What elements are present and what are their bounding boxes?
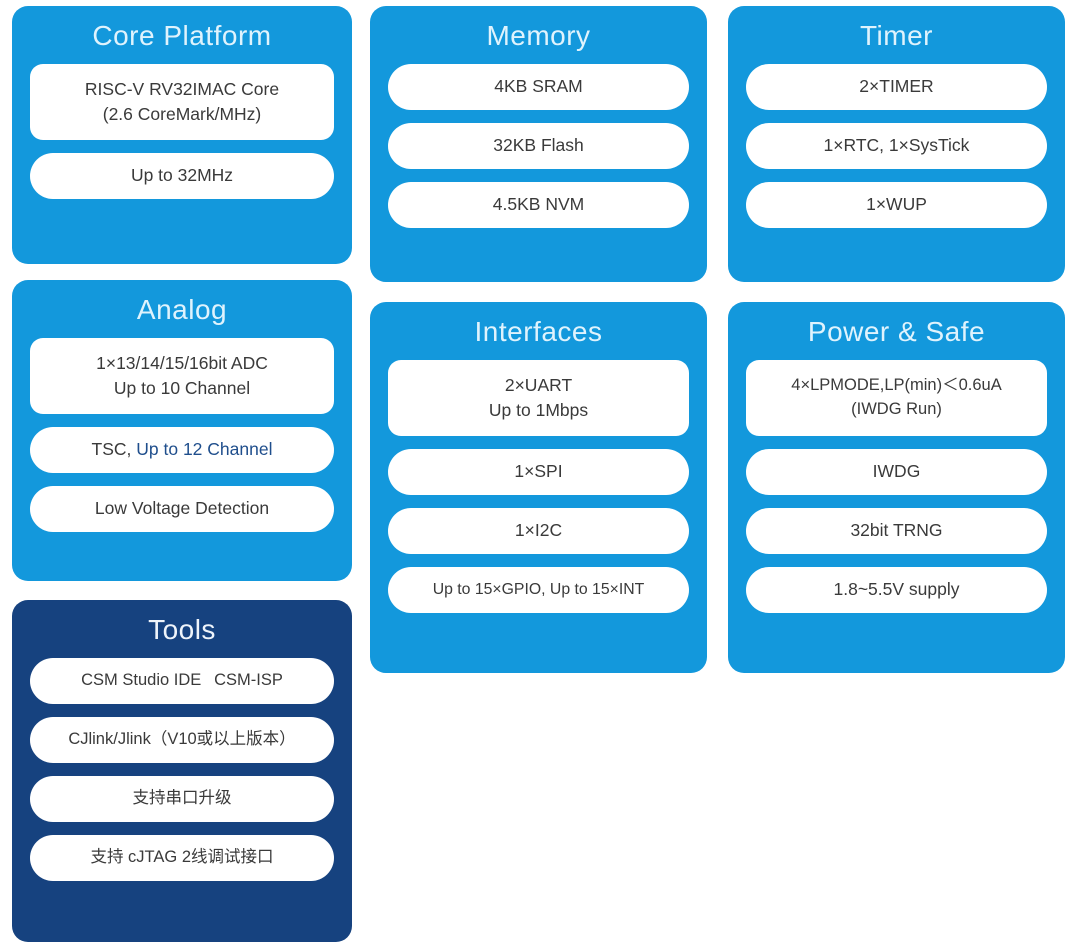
panel-title-timer: Timer: [859, 20, 933, 51]
feature-line-1: 1×13/14/15/16bit ADC: [96, 352, 268, 373]
feature-item-tools-cjtag: 支持 cJTAG 2线调试接口: [30, 835, 334, 881]
feature-item-memory-nvm: 4.5KB NVM: [388, 182, 689, 228]
feature-line-2: (IWDG Run): [851, 400, 942, 418]
feature-item-timer-timer: 2×TIMER: [746, 64, 1047, 110]
feature-item-analog-tsc: TSC, Up to 12 Channel: [30, 427, 334, 473]
feature-item-analog-lvd: Low Voltage Detection: [30, 486, 334, 532]
feature-item-timer-wup: 1×WUP: [746, 182, 1047, 228]
feature-line-2: Up to 10 Channel: [113, 378, 251, 398]
feature-text-prefix: TSC,: [91, 439, 137, 460]
feature-line-composite: TSC, Up to 12 Channel: [92, 437, 273, 462]
panel-timer: Timer 2×TIMER 1×RTC, 1×SysTick 1×WUP: [728, 6, 1065, 282]
feature-line-1: CJlink/Jlink（V10或以上版本）: [68, 730, 296, 749]
feature-item-interfaces-i2c: 1×I2C: [388, 508, 689, 554]
panel-title-memory: Memory: [486, 20, 591, 51]
feature-item-interfaces-uart: 2×UART Up to 1Mbps: [388, 360, 689, 436]
feature-item-memory-sram: 4KB SRAM: [388, 64, 689, 110]
feature-line-1: IWDG: [872, 461, 921, 482]
feature-item-interfaces-spi: 1×SPI: [388, 449, 689, 495]
feature-line-1: 1.8~5.5V supply: [833, 579, 960, 600]
feature-item-power-lpmode: 4×LPMODE,LP(min)＜0.6uA (IWDG Run): [746, 360, 1047, 436]
panel-core-platform: Core Platform RISC-V RV32IMAC Core (2.6 …: [12, 6, 352, 264]
feature-line-1: 支持串口升级: [132, 789, 232, 808]
panel-power-and-safe: Power & Safe 4×LPMODE,LP(min)＜0.6uA (IWD…: [728, 302, 1065, 673]
feature-item-core-cpu: RISC-V RV32IMAC Core (2.6 CoreMark/MHz): [30, 64, 334, 140]
panel-title-interfaces: Interfaces: [474, 316, 603, 347]
feature-item-analog-adc: 1×13/14/15/16bit ADC Up to 10 Channel: [30, 338, 334, 414]
feature-line-1: CSM Studio IDE CSM-ISP: [81, 671, 283, 690]
feature-line-1: 4KB SRAM: [494, 76, 583, 97]
feature-line-1: 1×I2C: [514, 520, 563, 541]
feature-line-1: Up to 32MHz: [130, 165, 234, 186]
feature-item-interfaces-gpio: Up to 15×GPIO, Up to 15×INT: [388, 567, 689, 613]
feature-item-timer-rtc-systick: 1×RTC, 1×SysTick: [746, 123, 1047, 169]
feature-text-accent: Up to 12 Channel: [136, 439, 273, 460]
feature-line-1: Up to 15×GPIO, Up to 15×INT: [432, 580, 645, 598]
feature-line-1: 1×RTC, 1×SysTick: [823, 135, 970, 156]
panel-title-tools: Tools: [148, 614, 216, 645]
panel-analog: Analog 1×13/14/15/16bit ADC Up to 10 Cha…: [12, 280, 352, 581]
feature-line-1: 2×TIMER: [859, 76, 934, 97]
feature-item-tools-debugger: CJlink/Jlink（V10或以上版本）: [30, 717, 334, 763]
feature-item-power-trng: 32bit TRNG: [746, 508, 1047, 554]
feature-line-1: Low Voltage Detection: [94, 498, 270, 519]
feature-item-power-supply: 1.8~5.5V supply: [746, 567, 1047, 613]
feature-item-memory-flash: 32KB Flash: [388, 123, 689, 169]
feature-line-2: Up to 1Mbps: [488, 400, 589, 420]
feature-item-tools-uart-upgrade: 支持串口升级: [30, 776, 334, 822]
feature-line-1: 4×LPMODE,LP(min)＜0.6uA: [791, 376, 1002, 395]
feature-item-core-clock: Up to 32MHz: [30, 153, 334, 199]
panel-tools: Tools CSM Studio IDE CSM-ISP CJlink/Jlin…: [12, 600, 352, 942]
feature-line-1: 支持 cJTAG 2线调试接口: [90, 848, 274, 867]
panel-memory: Memory 4KB SRAM 32KB Flash 4.5KB NVM: [370, 6, 707, 282]
feature-line-2: (2.6 CoreMark/MHz): [102, 104, 262, 124]
feature-line-1: RISC-V RV32IMAC Core: [84, 78, 280, 99]
feature-line-1: 2×UART: [504, 374, 573, 395]
panel-interfaces: Interfaces 2×UART Up to 1Mbps 1×SPI 1×I2…: [370, 302, 707, 673]
feature-line-1: 1×SPI: [514, 461, 563, 482]
panel-title-analog: Analog: [136, 294, 228, 325]
panel-title-core-platform: Core Platform: [92, 20, 272, 51]
panel-title-power-and-safe: Power & Safe: [807, 316, 986, 347]
feature-line-1: 32KB Flash: [493, 135, 584, 156]
feature-item-power-iwdg: IWDG: [746, 449, 1047, 495]
feature-item-tools-ide: CSM Studio IDE CSM-ISP: [30, 658, 334, 704]
feature-line-1: 32bit TRNG: [850, 520, 943, 541]
feature-line-1: 4.5KB NVM: [492, 194, 585, 215]
feature-line-1: 1×WUP: [866, 194, 927, 215]
